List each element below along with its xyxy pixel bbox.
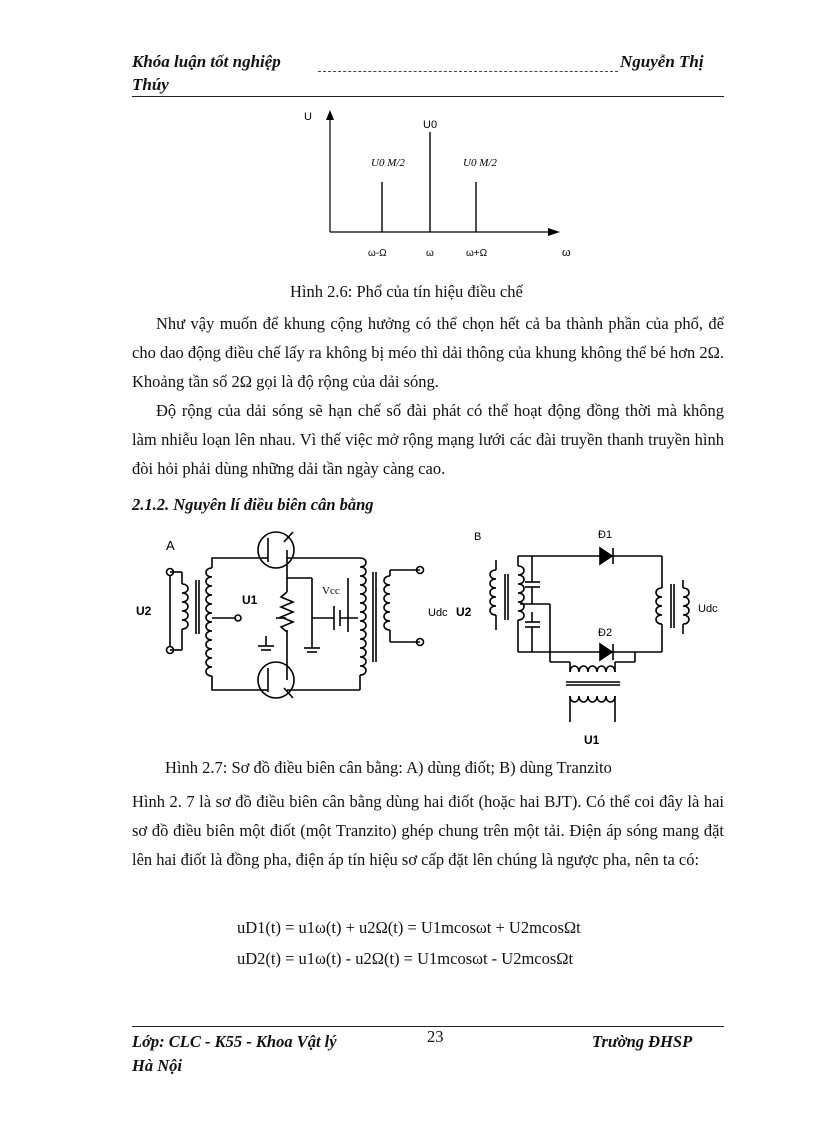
footer-line2: Hà Nội	[132, 1056, 182, 1075]
header-left: Khóa luận tốt nghiệp	[132, 52, 281, 71]
paragraph-3: Hình 2. 7 là sơ đồ điều biên cân bằng dù…	[132, 792, 724, 869]
header-rule	[132, 96, 724, 97]
circuit-b-input-label: U2	[456, 605, 472, 619]
circuit-b-diode1-label: Đ1	[598, 529, 612, 541]
footer-rule	[132, 1026, 724, 1027]
header-line2: Thúy	[132, 75, 169, 94]
figure2-caption: Hình 2.7: Sơ đồ điều biên cân bằng: A) d…	[165, 758, 612, 777]
circuit-b-output-label: Udc	[698, 603, 718, 615]
header-right: Nguyễn Thị	[620, 52, 704, 71]
center-bar-label: U0	[423, 119, 437, 131]
footer-left: Lớp: CLC - K55 - Khoa Vật lý	[132, 1032, 337, 1051]
figure1-caption: Hình 2.6: Phổ của tín hiệu điều chế	[290, 282, 523, 301]
circuit-a-carrier-label: U1	[242, 593, 258, 607]
header-dash	[318, 71, 618, 72]
page-number: 23	[427, 1027, 444, 1046]
circuit-a-output-label: Udc	[428, 607, 448, 619]
right-bar-label: U0 M/2	[463, 157, 497, 169]
tick-label-right: ω+Ω	[466, 248, 488, 259]
circuit-a-label: A	[166, 538, 175, 553]
footer-right: Trường ĐHSP	[592, 1032, 693, 1051]
y-axis-label: U	[304, 111, 312, 123]
balanced-modulator-circuits: A U2 U1 Vcc Udc B U2 Đ1 Đ2 Udc U1	[136, 529, 718, 747]
circuit-a	[165, 531, 425, 699]
paragraph-2: Độ rộng của dải sóng sẽ hạn chế số đài p…	[132, 401, 724, 478]
y-axis-arrow-icon	[326, 110, 334, 120]
equation-1: uD1(t) = u1ω(t) + u2Ω(t) = U1mcosωt + U2…	[237, 918, 581, 937]
left-bar-label: U0 M/2	[371, 157, 405, 169]
circuit-b-diode2-label: Đ2	[598, 627, 612, 639]
section-title: 2.1.2. Nguyên lí điều biên cân bằng	[132, 495, 374, 514]
x-axis-arrow-icon	[548, 228, 560, 236]
circuit-b	[489, 546, 690, 722]
x-axis-label: ω	[562, 247, 571, 259]
circuit-a-supply-label: Vcc	[322, 585, 340, 597]
circuit-b-carrier-label: U1	[584, 733, 600, 747]
tick-label-center: ω	[426, 248, 434, 259]
spectrum-chart: U ω U0 U0 M/2 U0 M/2 ω-Ω ω ω+Ω	[304, 110, 571, 259]
circuit-a-input-label: U2	[136, 604, 152, 618]
circuit-b-label: B	[474, 531, 481, 543]
tick-label-left: ω-Ω	[368, 248, 387, 259]
equation-2: uD2(t) = u1ω(t) - u2Ω(t) = U1mcosωt - U2…	[237, 949, 574, 968]
paragraph-1: Như vậy muốn để khung cộng hưởng có thể …	[132, 314, 724, 391]
